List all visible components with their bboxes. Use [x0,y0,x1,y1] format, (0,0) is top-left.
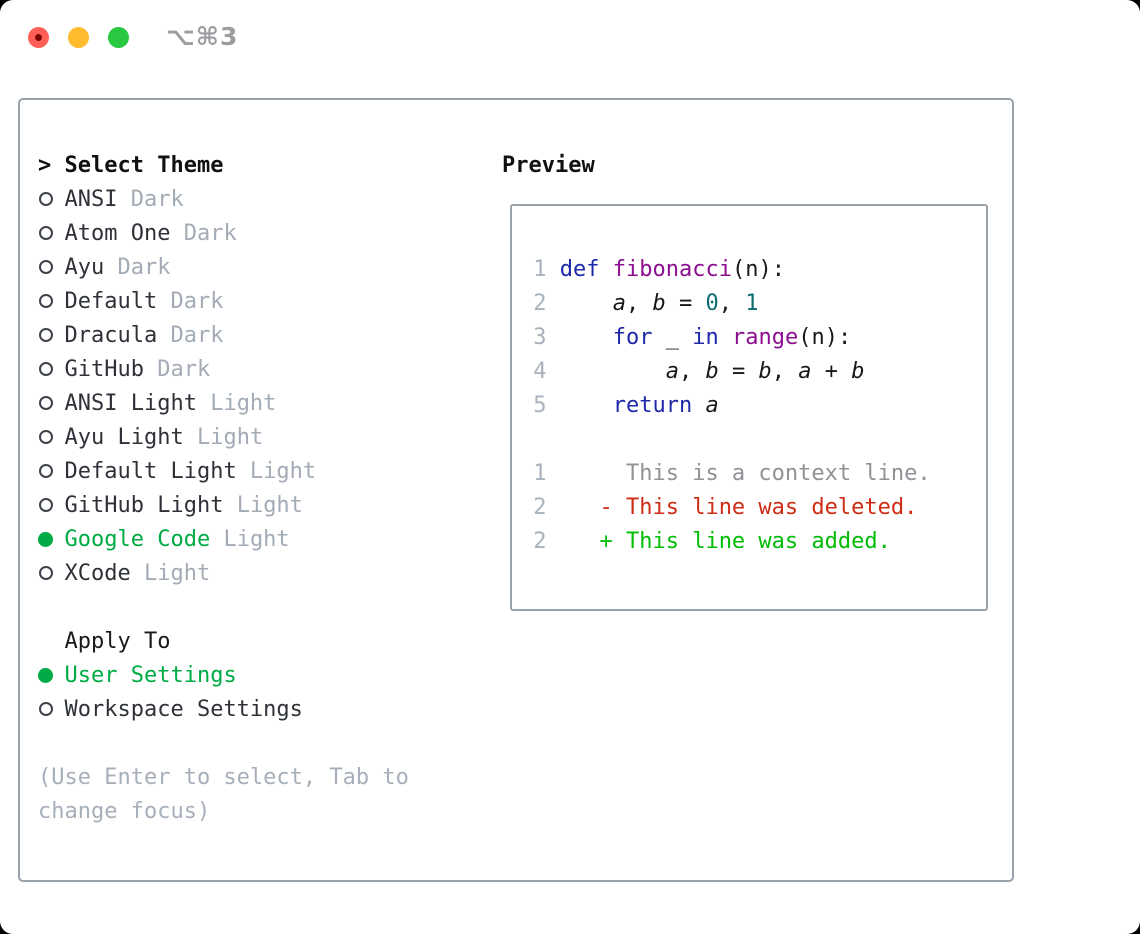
theme-variant-label: Light [196,390,277,416]
code-line: 2 - This line was deleted. [520,495,918,520]
theme-option-default[interactable]: Default Dark [38,284,409,318]
theme-option-ayu[interactable]: Ayu Dark [38,250,409,284]
preview-box: 1 def fibonacci(n): 2 a, b = 0, 1 3 for … [510,204,988,611]
theme-variant-label: Light [183,424,264,450]
theme-option-label: Default Light [64,458,237,484]
spacer [38,726,409,760]
code-line [520,423,986,457]
keyboard-hint: (Use Enter to select, Tab to change focus… [38,760,409,828]
theme-option-ayu-light[interactable]: Ayu Light Light [38,420,409,454]
theme-option-label: ANSI [64,186,118,212]
theme-variant-label: Dark [117,186,184,212]
theme-option-label: Default [64,288,158,314]
radio-selected-icon [38,531,65,547]
minimize-button[interactable] [67,26,89,48]
code-line: 4 a, b = b, a + b [520,359,865,384]
theme-option-label: GitHub Light [64,492,224,518]
apply-to-header-row: Apply To [38,624,409,658]
theme-option-atom-one[interactable]: Atom One Dark [38,216,409,250]
theme-option-default-light[interactable]: Default Light Light [38,454,409,488]
theme-variant-label: Dark [157,322,224,348]
apply-option-user-settings[interactable]: User Settings [38,658,409,692]
radio-icon [38,396,65,410]
radio-icon [38,362,65,376]
code-line: 5 return a [520,393,719,418]
theme-option-label: Google Code [64,526,211,552]
zoom-button[interactable] [107,26,129,48]
radio-icon [38,498,65,512]
theme-option-google-code[interactable]: Google Code Light [38,522,409,556]
radio-icon [38,294,65,308]
close-dot-icon [34,33,42,41]
theme-option-label: XCode [64,560,131,586]
code-preview: 1 def fibonacci(n): 2 a, b = 0, 1 3 for … [512,206,986,559]
apply-to-header: Apply To [64,628,171,654]
select-theme-header: Select Theme [64,152,224,178]
theme-option-label: Ayu [64,254,105,280]
window-title: ⌥⌘3 [166,22,239,51]
theme-option-label: ANSI Light [64,390,197,416]
radio-selected-icon [38,667,65,683]
apply-option-workspace-settings[interactable]: Workspace Settings [38,692,409,726]
code-line: 2 a, b = 0, 1 [520,291,759,316]
titlebar: ⌥⌘3 [0,0,1140,74]
radio-icon [38,464,65,478]
select-theme-header-row: > Select Theme [38,148,409,182]
theme-variant-label: Dark [157,288,224,314]
line-number: 1 [520,257,560,282]
hint-line: (Use Enter to select, Tab to [38,764,409,790]
theme-option-label: Ayu Light [64,424,184,450]
hint-line: change focus) [38,798,211,824]
theme-option-github[interactable]: GitHub Dark [38,352,409,386]
line-number: 2 [520,291,560,316]
code-line: 2 + This line was added. [520,529,891,554]
theme-option-label: GitHub [64,356,144,382]
theme-option-ansi-light[interactable]: ANSI Light Light [38,386,409,420]
apply-option-label: User Settings [64,662,237,688]
radio-icon [38,226,65,240]
theme-variant-label: Light [236,458,317,484]
theme-variant-label: Light [130,560,211,586]
line-number: 4 [520,359,560,384]
line-number: 2 [520,495,560,520]
code-line: 3 for _ in range(n): [520,325,852,350]
theme-option-dracula[interactable]: Dracula Dark [38,318,409,352]
radio-icon [38,260,65,274]
line-number: 5 [520,393,560,418]
theme-option-label: Dracula [64,322,158,348]
line-number: 2 [520,529,560,554]
radio-icon [38,192,65,206]
radio-icon [38,566,65,580]
apply-option-label: Workspace Settings [64,696,303,722]
radio-icon [38,430,65,444]
focus-caret-icon: > [38,152,52,178]
theme-variant-label: Dark [170,220,237,246]
radio-icon [38,702,65,716]
preview-header: Preview [502,152,595,178]
theme-option-label: Atom One [64,220,171,246]
theme-variant-label: Light [210,526,290,552]
theme-option-xcode[interactable]: XCode Light [38,556,409,590]
theme-option-ansi[interactable]: ANSI Dark [38,182,409,216]
spacer [38,590,409,624]
theme-variant-label: Light [223,492,303,518]
theme-option-github-light[interactable]: GitHub Light Light [38,488,409,522]
code-line: 1 def fibonacci(n): [520,257,785,282]
theme-variant-label: Dark [104,254,171,280]
theme-variant-label: Dark [143,356,211,382]
line-number: 3 [520,325,560,350]
code-line: 1 This is a context line. [520,461,931,486]
close-button[interactable] [27,26,49,48]
line-number: 1 [520,461,560,486]
radio-icon [38,328,65,342]
